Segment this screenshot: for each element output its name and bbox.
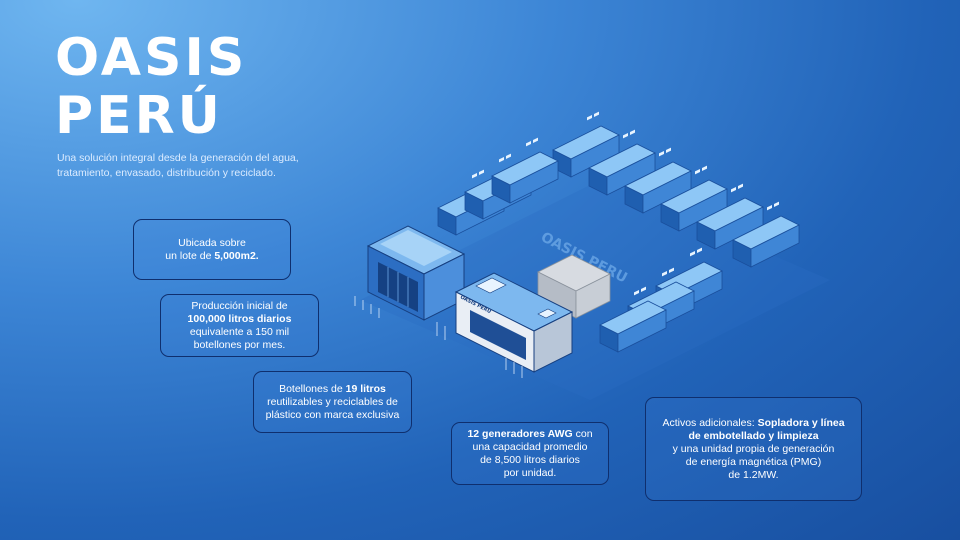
card-text: Activos adicionales: bbox=[662, 416, 758, 429]
card-text: de 8,500 litros diarios bbox=[480, 453, 580, 466]
card-production: Producción inicial de 100,000 litros dia… bbox=[160, 294, 319, 357]
card-highlight: 100,000 litros diarios bbox=[187, 312, 292, 325]
card-text: Botellones de bbox=[279, 382, 346, 395]
logo-line-1: OASIS bbox=[55, 28, 248, 88]
card-highlight: 5,000m2. bbox=[214, 249, 259, 262]
card-highlight: 19 litros bbox=[345, 382, 386, 395]
card-highlight: 12 generadores AWG bbox=[467, 427, 573, 440]
card-text: Producción inicial de bbox=[191, 299, 288, 312]
card-text: de energía magnética (PMG) bbox=[685, 455, 822, 468]
card-highlight: de embotellado y limpieza bbox=[688, 429, 819, 442]
main-building bbox=[366, 225, 466, 321]
card-text: plástico con marca exclusiva bbox=[265, 408, 400, 421]
card-text: con bbox=[572, 427, 593, 440]
card-bottles: Botellones de 19 litros reutilizables y … bbox=[253, 371, 412, 433]
card-text: por unidad. bbox=[503, 466, 557, 479]
card-text: de 1.2MW. bbox=[728, 468, 779, 481]
card-lot-size: Ubicada sobre un lote de 5,000m2. bbox=[133, 219, 291, 280]
plant-building: OASIS PERU bbox=[454, 272, 574, 373]
card-text: botellones por mes. bbox=[193, 338, 286, 351]
logo-line-2: PERÚ bbox=[55, 86, 223, 146]
card-highlight: Sopladora y línea bbox=[757, 416, 845, 429]
card-text: y una unidad propia de generación bbox=[672, 442, 835, 455]
card-additional-assets: Activos adicionales: Sopladora y línea d… bbox=[645, 397, 862, 501]
card-text: un lote de bbox=[165, 249, 215, 262]
storage-tank bbox=[537, 254, 611, 319]
card-text: equivalente a 150 mil bbox=[189, 325, 290, 338]
card-text: reutilizables y reciclables de bbox=[267, 395, 398, 408]
awg-container bbox=[491, 137, 559, 204]
card-text: una capacidad promedio bbox=[472, 440, 588, 453]
fence bbox=[354, 296, 523, 378]
tagline: Una solución integral desde la generació… bbox=[57, 152, 299, 179]
brand-logo: OASIS PERÚ bbox=[55, 32, 247, 142]
card-generators: 12 generadores AWG con una capacidad pro… bbox=[451, 422, 609, 485]
card-text: Ubicada sobre bbox=[178, 236, 246, 249]
